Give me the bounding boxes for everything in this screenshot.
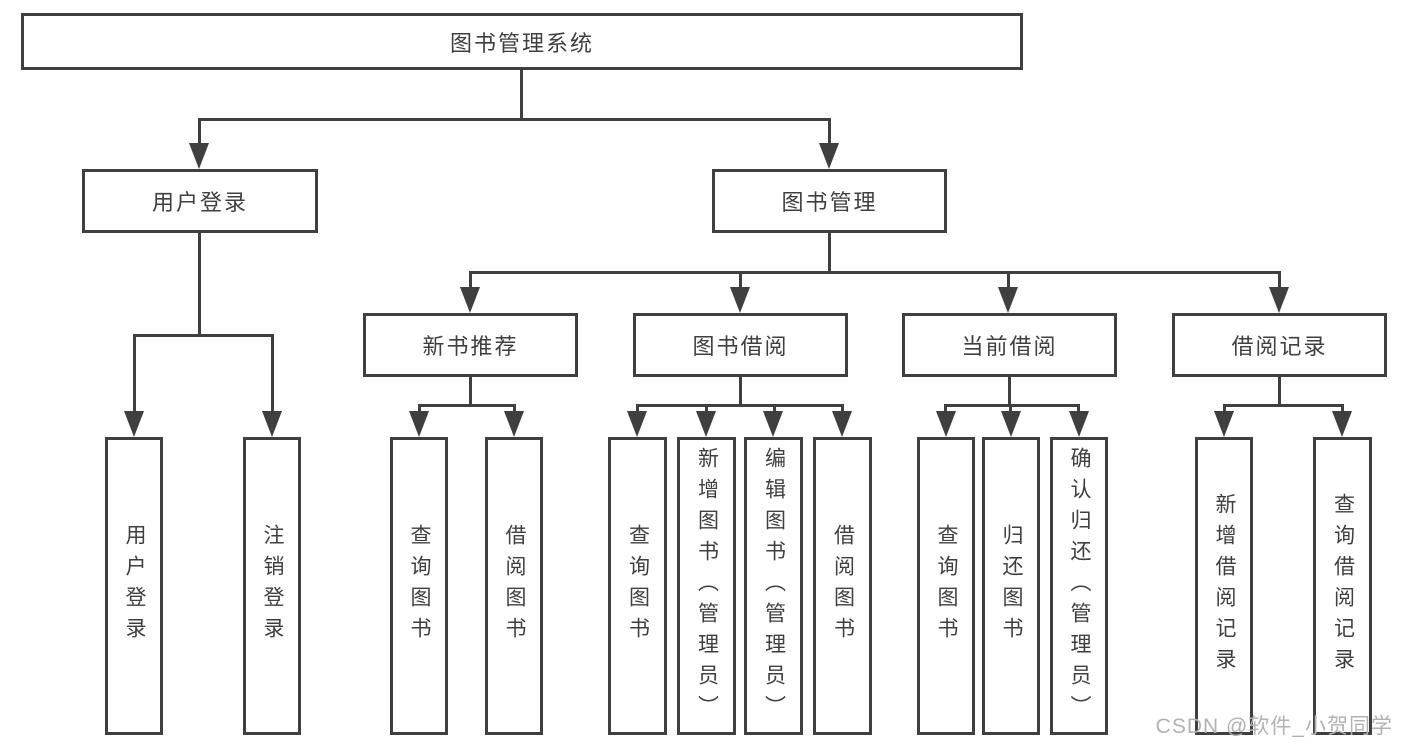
connector-line xyxy=(828,118,831,148)
connector-line xyxy=(418,404,421,413)
leaf-label: 归还图书 xyxy=(1000,524,1023,648)
connector-line xyxy=(828,233,831,274)
arrow-down-icon xyxy=(998,287,1018,313)
leaf-edit-book-admin: 编辑图书（管理员） xyxy=(744,437,803,735)
arrow-down-icon xyxy=(936,411,956,437)
arrow-down-icon xyxy=(460,287,480,313)
leaf-label: 用户登录 xyxy=(123,524,146,648)
connector-line xyxy=(841,404,844,413)
connector-line xyxy=(198,233,201,337)
connector-line xyxy=(1278,377,1281,406)
connector-line xyxy=(469,271,1280,274)
arrow-down-icon xyxy=(504,411,524,437)
arrow-down-icon xyxy=(124,411,144,437)
leaf-label: 借阅图书 xyxy=(831,524,855,648)
arrow-down-icon xyxy=(409,411,429,437)
node-book-management: 图书管理 xyxy=(712,169,947,233)
leaf-label: 查询借阅记录 xyxy=(1331,493,1355,679)
node-label: 图书借阅 xyxy=(692,334,789,359)
connector-line xyxy=(469,271,472,289)
arrow-down-icon xyxy=(763,411,783,437)
leaf-query-book-1: 查询图书 xyxy=(390,437,448,735)
node-label: 当前借阅 xyxy=(961,334,1058,359)
leaf-label: 查询图书 xyxy=(935,524,958,648)
arrow-down-icon xyxy=(1001,411,1021,437)
leaf-query-borrow-record: 查询借阅记录 xyxy=(1313,437,1372,735)
connector-line xyxy=(773,404,776,413)
connector-line xyxy=(1278,271,1281,289)
node-label: 借阅记录 xyxy=(1231,334,1328,359)
leaf-user-login: 用户登录 xyxy=(105,437,163,735)
connector-line xyxy=(133,334,136,413)
leaf-add-borrow-record: 新增借阅记录 xyxy=(1195,437,1253,735)
connector-line xyxy=(1223,404,1343,407)
arrow-down-icon xyxy=(819,143,839,169)
connector-line xyxy=(1223,404,1226,413)
arrow-down-icon xyxy=(1069,411,1089,437)
node-user-login: 用户登录 xyxy=(82,169,318,233)
leaf-confirm-return-admin: 确认归还（管理员） xyxy=(1050,437,1108,735)
connector-line xyxy=(1077,404,1080,413)
connector-line xyxy=(636,404,639,413)
connector-line xyxy=(271,334,274,413)
leaf-borrow-book-1: 借阅图书 xyxy=(485,437,543,735)
connector-line xyxy=(418,404,515,407)
leaf-borrow-book-2: 借阅图书 xyxy=(813,437,872,735)
connector-line xyxy=(1009,404,1012,413)
connector-line xyxy=(739,377,742,406)
node-label: 图书管理 xyxy=(781,190,878,215)
watermark: CSDN @软件_小贺同学 xyxy=(1155,715,1393,738)
connector-line xyxy=(1007,271,1010,289)
arrow-down-icon xyxy=(1214,411,1234,437)
leaf-label: 确认归还（管理员） xyxy=(1068,446,1091,726)
arrow-down-icon xyxy=(696,411,716,437)
connector-line xyxy=(1341,404,1344,413)
leaf-label: 注销登录 xyxy=(261,524,284,648)
leaf-add-book-admin: 新增图书（管理员） xyxy=(677,437,736,735)
node-current-borrow: 当前借阅 xyxy=(902,313,1117,377)
leaf-label: 查询图书 xyxy=(408,524,431,648)
connector-line xyxy=(520,70,523,120)
leaf-query-book-3: 查询图书 xyxy=(917,437,975,735)
arrow-down-icon xyxy=(627,411,647,437)
connector-line xyxy=(133,334,273,337)
arrow-down-icon xyxy=(189,143,209,169)
node-label: 图书管理系统 xyxy=(449,30,594,56)
leaf-return-book: 归还图书 xyxy=(982,437,1040,735)
connector-line xyxy=(944,404,947,413)
connector-line xyxy=(469,377,472,406)
arrow-down-icon xyxy=(1269,287,1289,313)
connector-line xyxy=(739,271,742,289)
leaf-label: 查询图书 xyxy=(626,524,650,648)
node-book-borrow: 图书借阅 xyxy=(633,313,848,377)
leaf-label: 借阅图书 xyxy=(503,524,526,648)
arrow-down-icon xyxy=(730,287,750,313)
connector-line xyxy=(198,118,830,121)
leaf-query-book-2: 查询图书 xyxy=(608,437,667,735)
connector-line xyxy=(1008,377,1011,406)
leaf-label: 新增图书（管理员） xyxy=(695,446,719,726)
arrow-down-icon xyxy=(832,411,852,437)
arrow-down-icon xyxy=(262,411,282,437)
node-new-book-recommend: 新书推荐 xyxy=(363,313,578,377)
connector-line xyxy=(198,118,201,148)
connector-line xyxy=(513,404,516,413)
connector-line xyxy=(636,404,843,407)
arrow-down-icon xyxy=(1332,411,1352,437)
connector-line xyxy=(944,404,1080,407)
node-label: 新书推荐 xyxy=(422,334,519,359)
leaf-label: 编辑图书（管理员） xyxy=(762,446,786,726)
leaf-label: 新增借阅记录 xyxy=(1213,493,1236,679)
node-label: 用户登录 xyxy=(151,190,248,215)
node-root: 图书管理系统 xyxy=(21,13,1023,70)
leaf-logout: 注销登录 xyxy=(243,437,301,735)
connector-line xyxy=(705,404,708,413)
node-borrow-records: 借阅记录 xyxy=(1172,313,1387,377)
